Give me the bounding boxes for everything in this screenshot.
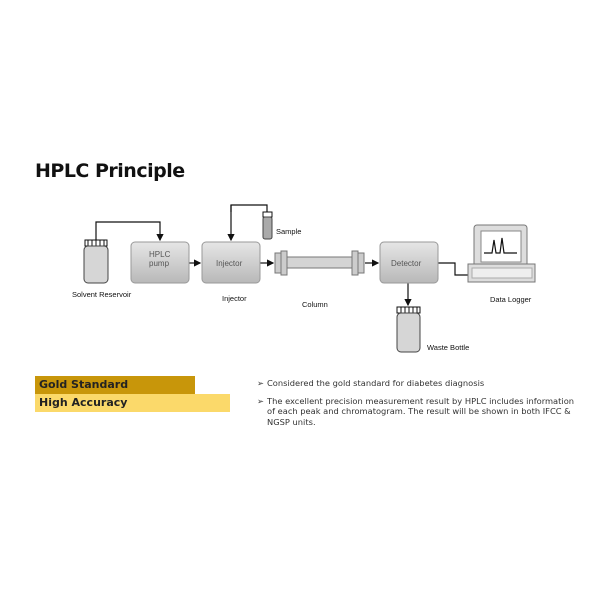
logger-line bbox=[438, 262, 468, 276]
high-accuracy-band: High Accuracy bbox=[35, 394, 230, 412]
solvent-bottle-icon bbox=[83, 239, 109, 284]
pump-box bbox=[130, 241, 190, 284]
injector-label: Injector bbox=[222, 294, 247, 303]
column-icon bbox=[274, 250, 365, 276]
bullet-item: ➢Considered the gold standard for diabet… bbox=[257, 378, 577, 388]
column-label: Column bbox=[302, 300, 328, 309]
detector-label: Detector bbox=[391, 259, 422, 268]
arrow-bullet-icon: ➢ bbox=[257, 396, 264, 406]
injector-box bbox=[201, 241, 261, 284]
injector-box-label: Injector bbox=[216, 259, 243, 268]
bullet-text: Considered the gold standard for diabete… bbox=[267, 378, 485, 388]
bullet-item: ➢The excellent precision measurement res… bbox=[257, 396, 577, 427]
solvent-reservoir-label: Solvent Reservoir bbox=[72, 290, 132, 299]
waste-bottle-icon bbox=[396, 306, 421, 353]
solvent-line bbox=[95, 221, 164, 242]
sample-label: Sample bbox=[276, 227, 302, 236]
sample-line bbox=[230, 204, 268, 212]
arrow-bullet-icon: ➢ bbox=[257, 378, 264, 388]
page-title: HPLC Principle bbox=[35, 160, 185, 182]
gold-standard-band: Gold Standard bbox=[35, 376, 195, 394]
computer-icon bbox=[467, 224, 536, 283]
bullet-text: The excellent precision measurement resu… bbox=[267, 396, 575, 427]
waste-bottle-label: Waste Bottle bbox=[427, 343, 470, 352]
detector-box bbox=[379, 241, 439, 284]
sample-vial-icon bbox=[262, 211, 273, 240]
data-logger-label: Data Logger bbox=[490, 295, 532, 304]
